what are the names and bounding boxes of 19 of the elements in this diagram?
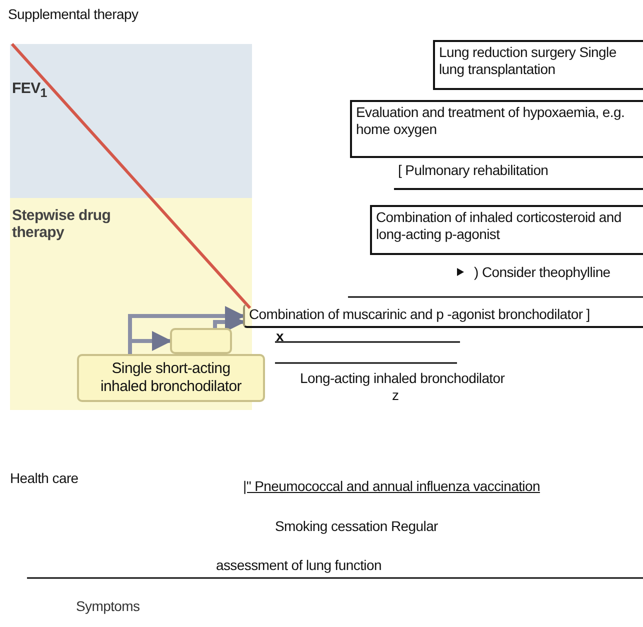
- option-text: Long-acting inhaled bronchodilator: [296, 368, 556, 390]
- option-text: ) Consider theophylline: [470, 262, 643, 286]
- item-text: Smoking cessation Regular: [275, 518, 438, 534]
- mark: x: [276, 328, 284, 344]
- empty-box: [170, 328, 232, 354]
- heading: Supplemental therapy: [8, 6, 138, 22]
- text-box: Combination of muscarinic and p -agonist bronchodilator ]: [243, 304, 643, 328]
- text-box: Lung reduction surgery Single lung transplantation: [433, 40, 643, 90]
- item-text: |" Pneumococcal and annual influenza vaccination: [243, 478, 540, 494]
- axis-label: FEV$_{1}$: [12, 80, 47, 100]
- item-text: assessment of lung function: [216, 557, 382, 573]
- axis-label: Symptoms: [76, 598, 140, 614]
- text-box: Combination of inhaled corticosteroid and long-acting p-agonist: [370, 205, 643, 255]
- section-heading: Health care: [10, 470, 78, 486]
- text-box: [ Pulmonary rehabilitation: [394, 160, 643, 190]
- section-heading: Stepwise drug therapy: [12, 207, 112, 241]
- step-box: Single short-acting inhaled bronchodilator: [77, 354, 265, 402]
- text-box: Evaluation and treatment of hypoxaemia, e.g. home oxygen: [350, 100, 643, 158]
- mark: z: [392, 387, 399, 403]
